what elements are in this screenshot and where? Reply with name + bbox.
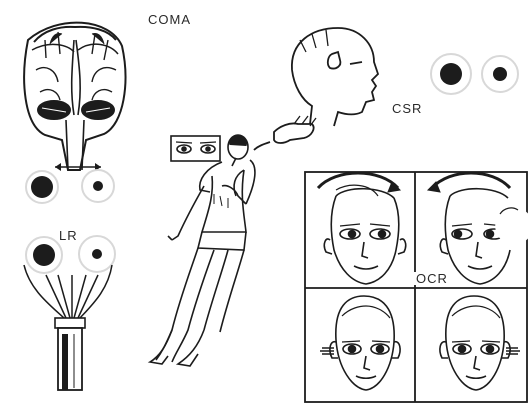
ocr-label: OCR	[414, 272, 450, 285]
lr-label: LR	[59, 229, 78, 242]
ocr-grid	[305, 172, 527, 402]
csr-head-profile	[254, 28, 378, 150]
brain-coronal-section	[24, 23, 125, 170]
reclining-patient-figure	[150, 135, 255, 366]
csr-label: CSR	[392, 102, 422, 115]
csr-eyes-pair	[431, 54, 518, 94]
light-reflex-flashlight	[24, 236, 115, 390]
coma-label: COMA	[148, 13, 191, 26]
